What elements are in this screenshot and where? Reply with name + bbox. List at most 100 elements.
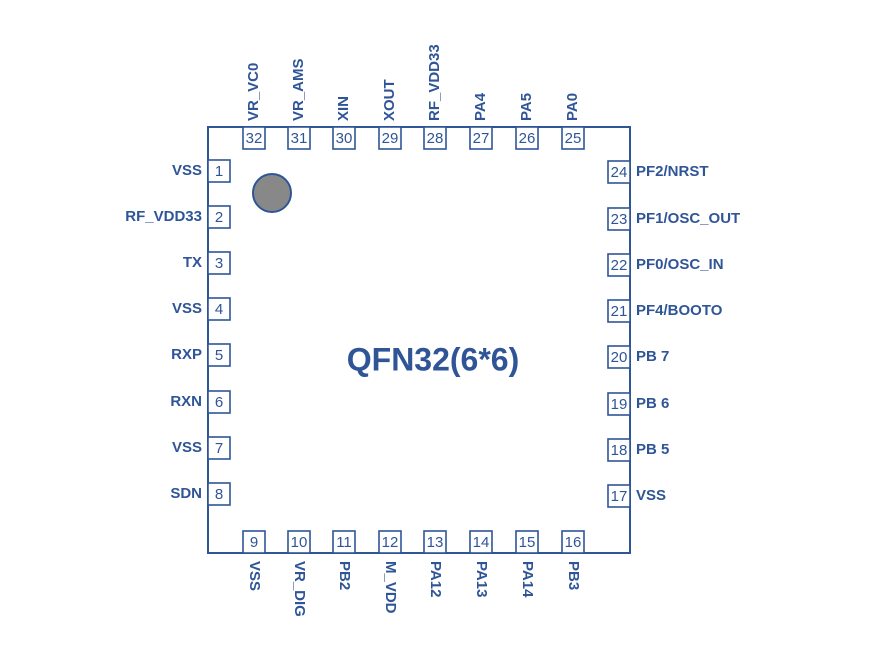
pin-number: 5	[215, 347, 223, 364]
pin-number: 2	[215, 209, 223, 226]
pin-label: PB3	[565, 561, 582, 590]
pin-21: 21 PF4/BOOTO	[607, 299, 723, 323]
pin-19: 19 PB 6	[607, 392, 669, 416]
pin-label: XOUT	[381, 79, 398, 121]
pin-box	[332, 126, 356, 150]
pin-number: 10	[291, 534, 308, 551]
pin-number: 9	[250, 534, 258, 551]
pin-box	[607, 299, 631, 323]
pin-number: 14	[473, 534, 490, 551]
pin-box	[378, 126, 402, 150]
pin-box	[515, 530, 539, 554]
pin-box	[423, 126, 447, 150]
pin-4: 4 VSS	[172, 297, 231, 321]
pin-box	[378, 530, 402, 554]
pin-label: PB2	[336, 561, 353, 590]
pin-number: 18	[611, 442, 628, 459]
pins-group: 1VSS2RF_VDD333TX4VSS5RXP6RXN7VSS8SDN9VSS…	[125, 44, 740, 617]
pin-number: 13	[427, 534, 444, 551]
pin-number: 19	[611, 396, 628, 413]
pin-box	[469, 126, 493, 150]
pin-number: 31	[291, 130, 308, 147]
pin-number: 21	[611, 303, 628, 320]
pin-box	[423, 530, 447, 554]
pin-label: PA4	[472, 92, 489, 121]
pin-box	[207, 251, 231, 275]
pin-number: 12	[382, 534, 399, 551]
pin-3: 3 TX	[183, 251, 231, 275]
pin-12: 12M_VDD	[378, 530, 402, 614]
pin-label: PA12	[427, 561, 444, 597]
pin-box	[607, 160, 631, 184]
package-title: QFN32(6*6)	[347, 341, 520, 377]
pin-box	[207, 205, 231, 229]
pin-number: 15	[519, 534, 536, 551]
pin-27: 27 PA4	[469, 92, 493, 150]
pin-number: 8	[215, 486, 223, 503]
pin-box	[207, 436, 231, 460]
pin-box	[207, 297, 231, 321]
pin-label: VR_DIG	[291, 561, 308, 617]
pin-number: 28	[427, 130, 444, 147]
pin-box	[607, 484, 631, 508]
pin-label: PF2/NRST	[636, 163, 709, 180]
pin-box	[207, 390, 231, 414]
pin-label: TX	[183, 254, 202, 271]
pin-number: 22	[611, 257, 628, 274]
pin-box	[607, 207, 631, 231]
pin-box	[607, 253, 631, 277]
pin-box	[561, 126, 585, 150]
pin-25: 25 PA0	[561, 93, 585, 150]
pin-box	[607, 392, 631, 416]
pin-label: XIN	[335, 96, 352, 121]
pin-label: PF0/OSC_IN	[636, 256, 724, 273]
pin-number: 26	[519, 130, 536, 147]
pin-number: 29	[382, 130, 399, 147]
pin-number: 4	[215, 301, 223, 318]
pin-number: 24	[611, 164, 628, 181]
pin-2: 2 RF_VDD33	[125, 205, 231, 229]
pin-number: 16	[565, 534, 582, 551]
pin-label: VSS	[246, 561, 263, 591]
pin-box	[469, 530, 493, 554]
pin-box	[242, 126, 266, 150]
pin-label: RF_VDD33	[125, 208, 202, 225]
pin-box	[242, 530, 266, 554]
pin-label: PF4/BOOTO	[636, 302, 723, 319]
pin-box	[287, 126, 311, 150]
pin-label: PB 6	[636, 395, 669, 412]
pin-number: 3	[215, 255, 223, 272]
pin-label: M_VDD	[382, 561, 399, 614]
pin-box	[287, 530, 311, 554]
pin-label: PA13	[473, 561, 490, 597]
pin-number: 1	[215, 163, 223, 180]
pin-22: 22 PF0/OSC_IN	[607, 253, 724, 277]
pin-box	[607, 345, 631, 369]
pin-box	[207, 343, 231, 367]
pin-number: 25	[565, 130, 582, 147]
pin-label: PF1/OSC_OUT	[636, 210, 740, 227]
pin-label: VSS	[172, 300, 202, 317]
pin-number: 7	[215, 440, 223, 457]
pin-number: 17	[611, 488, 628, 505]
pin-24: 24 PF2/NRST	[607, 160, 709, 184]
pin-number: 27	[473, 130, 490, 147]
pin-label: PA0	[564, 93, 581, 121]
